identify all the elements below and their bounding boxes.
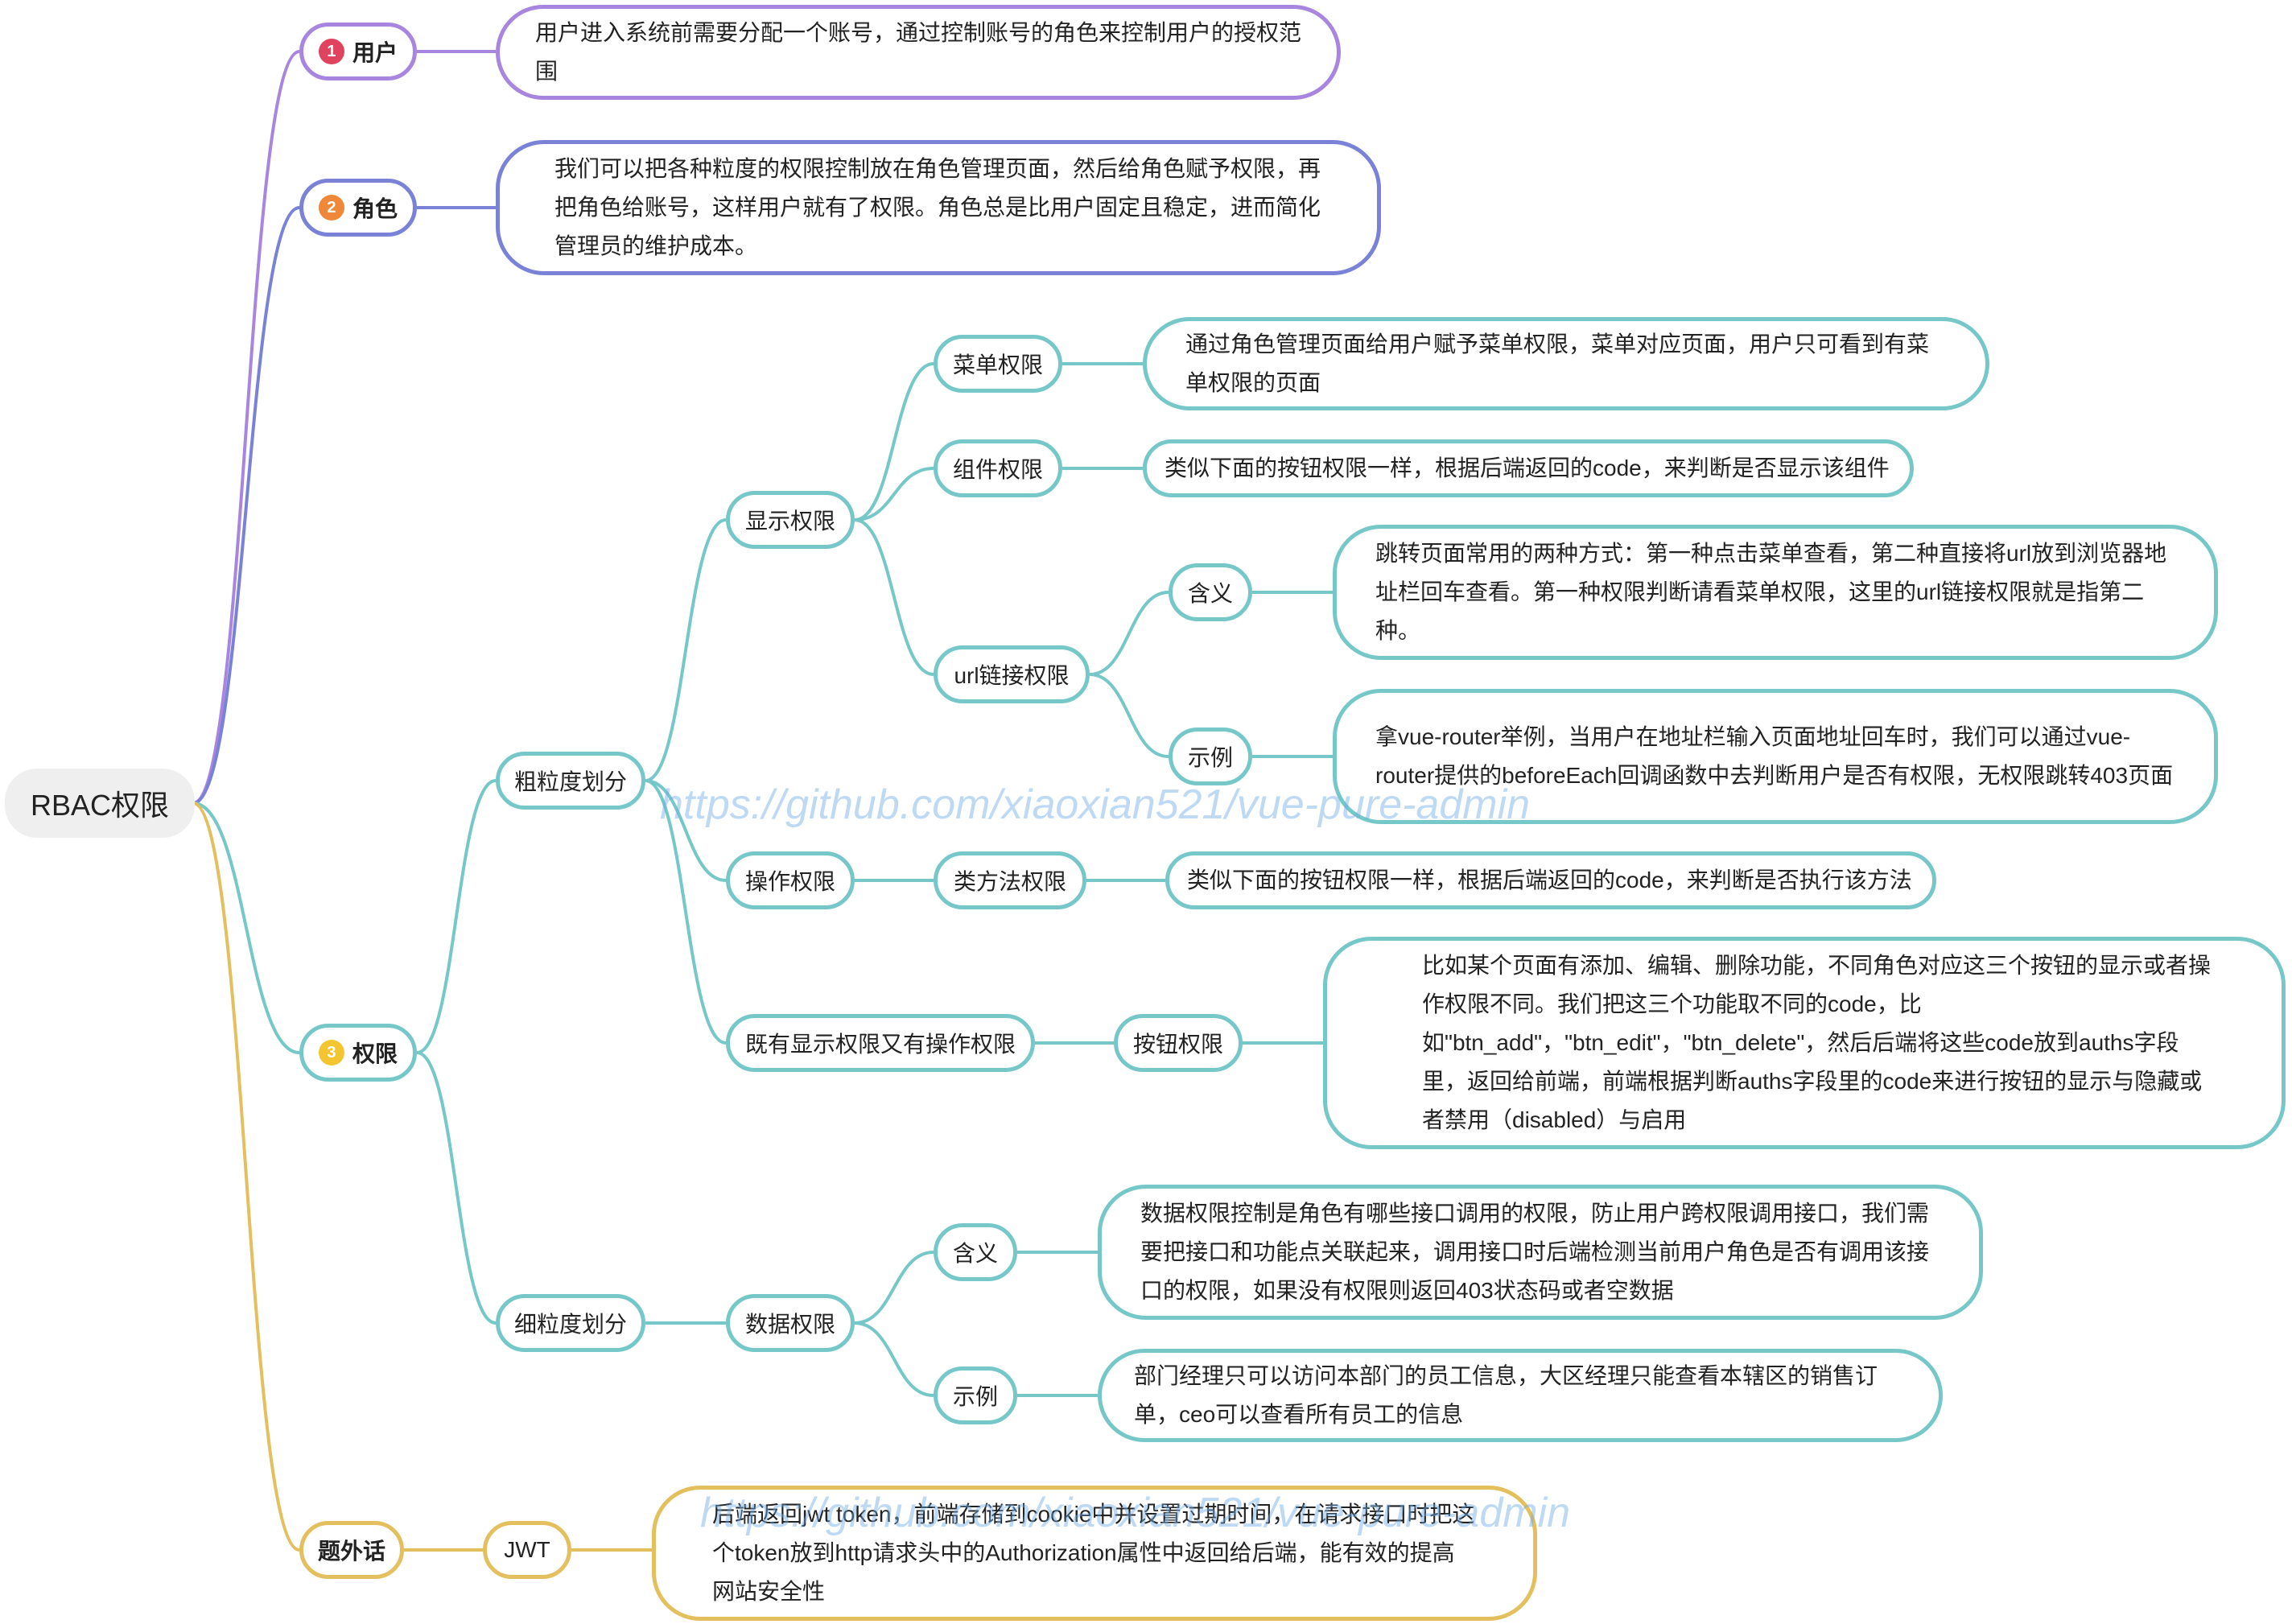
url-node[interactable]: url链接权限 bbox=[934, 645, 1090, 703]
roles-node[interactable]: 2 角色 bbox=[299, 179, 417, 237]
button-node[interactable]: 按钮权限 bbox=[1114, 1014, 1243, 1072]
fine-node[interactable]: 细粒度划分 bbox=[496, 1294, 645, 1352]
users-node[interactable]: 1 用户 bbox=[299, 23, 417, 80]
link-root-roles bbox=[192, 206, 300, 805]
badge-3-icon: 3 bbox=[318, 1040, 344, 1065]
badge-1-icon: 1 bbox=[318, 39, 344, 64]
url-example-node[interactable]: 示例 bbox=[1169, 728, 1252, 785]
perms-node[interactable]: 3 权限 bbox=[299, 1024, 417, 1082]
button-desc: 比如某个页面有添加、编辑、删除功能，不同角色对应这三个按钮的显示或者操作权限不同… bbox=[1323, 937, 2286, 1149]
link-root-perms bbox=[192, 802, 300, 1054]
link-display-url bbox=[854, 518, 934, 676]
link-display-menu bbox=[854, 362, 934, 521]
data-meaning-desc: 数据权限控制是角色有哪些接口调用的权限，防止用户跨权限调用接口，我们需要把接口和… bbox=[1098, 1185, 1983, 1320]
class-method-desc: 类似下面的按钮权限一样，根据后端返回的code，来判断是否执行该方法 bbox=[1165, 851, 1936, 909]
link-url-meaning bbox=[1089, 591, 1169, 676]
roles-desc: 我们可以把各种粒度的权限控制放在角色管理页面，然后给角色赋予权限，再把角色给账号… bbox=[496, 140, 1381, 275]
users-label: 用户 bbox=[352, 40, 398, 65]
link-data-example bbox=[854, 1321, 934, 1397]
extra-node[interactable]: 题外话 bbox=[299, 1521, 404, 1579]
data-meaning-node[interactable]: 含义 bbox=[934, 1223, 1017, 1281]
link-root-extra bbox=[192, 802, 300, 1552]
link-coarse-display bbox=[645, 518, 727, 782]
link-coarse-operation bbox=[645, 779, 727, 882]
link-data-meaning bbox=[854, 1251, 934, 1325]
data-example-desc: 部门经理只可以访问本部门的员工信息，大区经理只能查看本辖区的销售订单，ceo可以… bbox=[1098, 1349, 1943, 1442]
link-perms-fine bbox=[416, 1051, 497, 1325]
both-node[interactable]: 既有显示权限又有操作权限 bbox=[726, 1014, 1035, 1072]
link-perms-coarse bbox=[416, 779, 497, 1054]
users-desc: 用户进入系统前需要分配一个账号，通过控制账号的角色来控制用户的授权范围 bbox=[496, 5, 1341, 100]
component-node[interactable]: 组件权限 bbox=[934, 439, 1062, 497]
link-coarse-both bbox=[645, 779, 727, 1045]
jwt-node[interactable]: JWT bbox=[483, 1521, 571, 1579]
menu-desc: 通过角色管理页面给用户赋予菜单权限，菜单对应页面，用户只可看到有菜单权限的页面 bbox=[1143, 317, 1989, 410]
jwt-desc: 后端返回jwt token，前端存储到cookie中并设置过期时间，在请求接口时… bbox=[652, 1486, 1537, 1621]
badge-2-icon: 2 bbox=[318, 195, 344, 221]
root-label: RBAC权限 bbox=[30, 789, 170, 822]
url-meaning-node[interactable]: 含义 bbox=[1169, 563, 1252, 621]
url-example-desc: 拿vue-router举例，当用户在地址栏输入页面地址回车时，我们可以通过vue… bbox=[1333, 689, 2218, 824]
component-desc: 类似下面的按钮权限一样，根据后端返回的code，来判断是否显示该组件 bbox=[1143, 439, 1914, 497]
operation-node[interactable]: 操作权限 bbox=[726, 851, 855, 909]
data-node[interactable]: 数据权限 bbox=[726, 1294, 855, 1352]
link-root-users bbox=[192, 50, 300, 805]
link-url-example bbox=[1089, 673, 1169, 758]
data-example-node[interactable]: 示例 bbox=[934, 1366, 1017, 1424]
roles-label: 角色 bbox=[352, 196, 398, 221]
class-method-node[interactable]: 类方法权限 bbox=[934, 851, 1086, 909]
menu-node[interactable]: 菜单权限 bbox=[934, 335, 1062, 393]
link-display-component bbox=[854, 467, 934, 521]
perms-label: 权限 bbox=[352, 1041, 398, 1066]
coarse-node[interactable]: 粗粒度划分 bbox=[496, 752, 645, 810]
root-node[interactable]: RBAC权限 bbox=[5, 769, 195, 838]
url-meaning-desc: 跳转页面常用的两种方式：第一种点击菜单查看，第二种直接将url放到浏览器地址栏回… bbox=[1333, 525, 2218, 660]
display-node[interactable]: 显示权限 bbox=[726, 491, 855, 549]
